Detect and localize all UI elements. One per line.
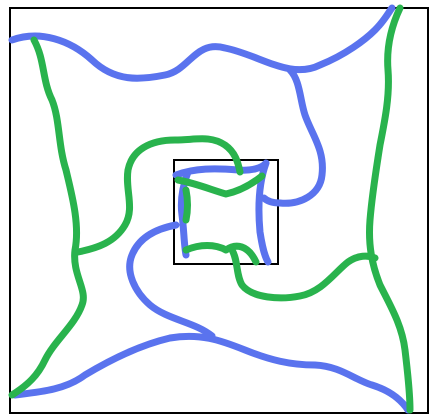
green-curve-left [12, 40, 83, 395]
green-curve-left-connector [78, 139, 240, 252]
blue-curve-left-branch [130, 225, 212, 336]
green-curve-inner-left [186, 190, 188, 220]
green-curve-inner-top [178, 176, 262, 194]
green-curve-inner-bottom [186, 246, 256, 263]
blue-curve-top [12, 8, 392, 78]
blue-curve-bottom [15, 336, 408, 410]
green-curve-right [369, 8, 410, 410]
blue-curve-right-branch [264, 70, 322, 203]
